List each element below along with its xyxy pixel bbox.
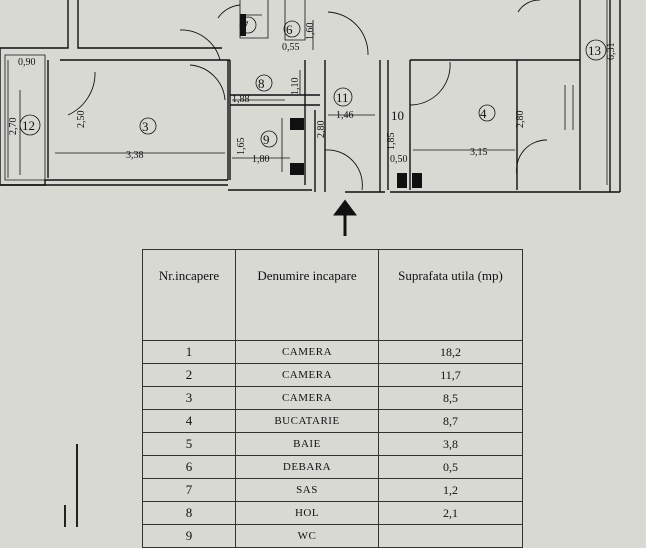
room-number-circle bbox=[585, 39, 607, 61]
room-number-circle bbox=[255, 74, 273, 92]
room-number: 7 bbox=[242, 18, 249, 33]
room-number: 10 bbox=[391, 108, 404, 123]
fixture bbox=[397, 173, 407, 188]
room-name-cell: CAMERA bbox=[235, 363, 379, 387]
room-number-circle bbox=[260, 130, 278, 148]
dimension-label: 1,46 bbox=[336, 110, 354, 121]
door-arc bbox=[67, 0, 548, 191]
table-header-row: Nr.incapere Denumire incapare Suprafata … bbox=[142, 249, 523, 341]
rooms-table: Nr.incapere Denumire incapare Suprafata … bbox=[142, 249, 523, 548]
room-number: 13 bbox=[588, 43, 601, 58]
dimension-label: 2,50 bbox=[76, 111, 87, 129]
fixture bbox=[240, 14, 246, 36]
header-area: Suprafata utila (mp) bbox=[378, 249, 523, 341]
area-cell: 1,2 bbox=[378, 478, 523, 502]
room-number-circle bbox=[333, 87, 353, 107]
room-name-cell: DEBARA bbox=[235, 455, 379, 479]
room-number: 8 bbox=[258, 76, 265, 91]
room-number-circle bbox=[478, 104, 496, 122]
room-number-cell: 2 bbox=[142, 363, 236, 387]
window bbox=[4, 54, 574, 181]
dimension-label: 0,55 bbox=[282, 42, 300, 53]
room-name-cell: BAIE bbox=[235, 432, 379, 456]
room-number-cell: 4 bbox=[142, 409, 236, 433]
room-number: 9 bbox=[263, 132, 270, 147]
dimension-label: 1,10 bbox=[290, 78, 301, 96]
room-name-cell: SAS bbox=[235, 478, 379, 502]
area-cell: 11,7 bbox=[378, 363, 523, 387]
fixture bbox=[290, 163, 304, 175]
dimension-label: 1,80 bbox=[252, 154, 270, 165]
dimension-label: 3,38 bbox=[126, 150, 144, 161]
room-name-cell: CAMERA bbox=[235, 386, 379, 410]
inner-wall bbox=[0, 0, 621, 193]
fixture bbox=[290, 118, 304, 130]
room-number-cell: 5 bbox=[142, 432, 236, 456]
outer-wall bbox=[0, 0, 230, 186]
dimension-label: 1,85 bbox=[386, 133, 397, 151]
room-number-circle bbox=[239, 16, 257, 34]
room-number-circle bbox=[139, 117, 157, 135]
dimension-label: 1,88 bbox=[232, 94, 250, 105]
room-number-cell: 7 bbox=[142, 478, 236, 502]
area-cell: 18,2 bbox=[378, 340, 523, 364]
room-number: 4 bbox=[480, 106, 487, 121]
dimension-label: 0,50 bbox=[390, 154, 408, 165]
area-cell: 8,7 bbox=[378, 409, 523, 433]
room-number: 3 bbox=[142, 119, 149, 134]
area-cell: 3,8 bbox=[378, 432, 523, 456]
room-number-circle bbox=[283, 20, 301, 38]
dimension-label: 2,80 bbox=[515, 111, 526, 129]
room-number-cell: 3 bbox=[142, 386, 236, 410]
room-name-cell: BUCATARIE bbox=[235, 409, 379, 433]
dimension-label: 2,70 bbox=[8, 118, 19, 136]
area-cell: 8,5 bbox=[378, 386, 523, 410]
room-number-cell: 6 bbox=[142, 455, 236, 479]
room-name-cell: CAMERA bbox=[235, 340, 379, 364]
area-cell bbox=[378, 524, 523, 548]
dimension-label: 2,80 bbox=[316, 121, 327, 139]
header-room-name: Denumire incapare bbox=[235, 249, 379, 341]
dimension-label: 3,15 bbox=[470, 147, 488, 158]
room-number: 11 bbox=[336, 90, 349, 105]
room-number: 6 bbox=[286, 22, 293, 37]
dimension-label: 1,65 bbox=[236, 138, 247, 156]
area-cell: 0,5 bbox=[378, 455, 523, 479]
room-number-circle bbox=[19, 114, 41, 136]
pen-mark bbox=[64, 505, 66, 527]
fixture bbox=[412, 173, 422, 188]
room-name-cell: HOL bbox=[235, 501, 379, 525]
dimension-line bbox=[19, 0, 608, 185]
dimension-label: 1,60 bbox=[305, 23, 316, 41]
area-cell: 2,1 bbox=[378, 501, 523, 525]
room-number-cell: 9 bbox=[142, 524, 236, 548]
dimension-label: 6,31 bbox=[606, 43, 617, 61]
entrance-arrow-icon bbox=[333, 199, 357, 236]
header-room-number: Nr.incapere bbox=[142, 249, 236, 341]
room-number-cell: 1 bbox=[142, 340, 236, 364]
floor-plan: 3 4 6 7 8 9 10 11 12 13 0,90 2,70 2,50 3… bbox=[0, 0, 621, 236]
room-number-cell: 8 bbox=[142, 501, 236, 525]
dimension-label: 0,90 bbox=[18, 57, 36, 68]
room-number: 12 bbox=[22, 118, 35, 133]
room-name-cell: WC bbox=[235, 524, 379, 548]
pen-mark bbox=[76, 444, 78, 527]
hatch-closet bbox=[239, 0, 306, 41]
